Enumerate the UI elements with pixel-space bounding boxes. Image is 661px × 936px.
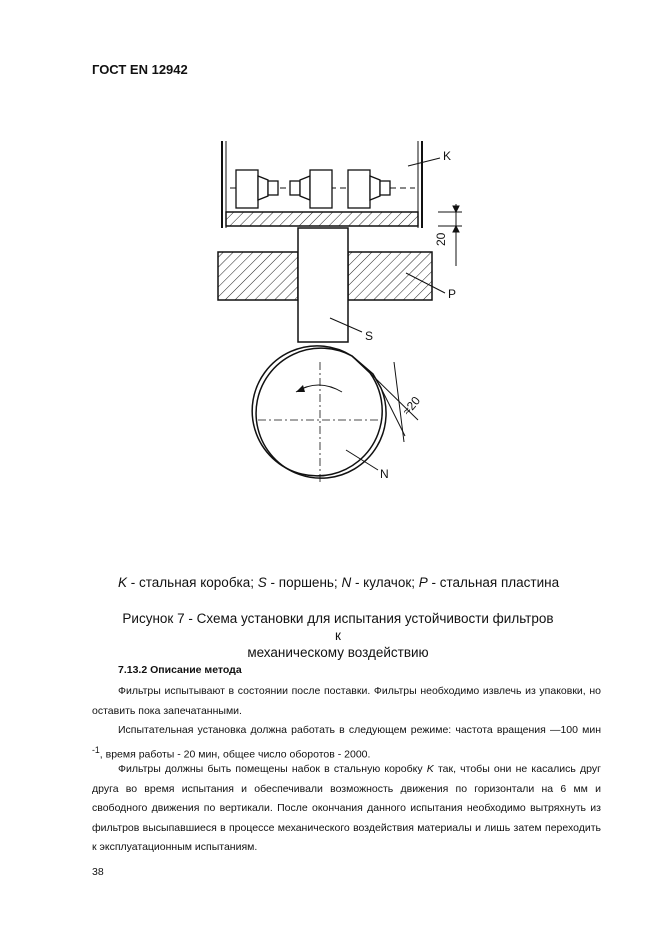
legend-n-text: - кулачок; (351, 575, 419, 590)
paragraph-1: Фильтры испытывают в состоянии после пос… (92, 682, 601, 721)
paragraph-3-text-a: Фильтры должны быть помещены набок в ста… (118, 763, 427, 775)
section-heading: 7.13.2 Описание метода (118, 664, 242, 676)
legend-p-text: - стальная пластина (427, 575, 560, 590)
steel-box (221, 141, 423, 228)
paragraph-2-superscript: -1 (92, 744, 100, 755)
label-n: N (380, 467, 389, 481)
legend-s-symbol: S (257, 575, 267, 590)
legend-k-text: - стальная коробка; (127, 575, 258, 590)
leader-lines (329, 157, 446, 471)
paragraph-3-text-b: так, чтобы они не касались друг друга во… (92, 763, 601, 853)
cam (251, 345, 387, 482)
paragraph-3-symbol: K (426, 763, 434, 775)
document-header: ГОСТ EN 12942 (92, 62, 188, 77)
figure-caption: Рисунок 7 - Схема установки для испытани… (118, 610, 558, 661)
filters (230, 169, 415, 209)
steel-plate (217, 251, 433, 301)
legend-n-symbol: N (341, 575, 352, 590)
page-number: 38 (92, 866, 104, 878)
legend-p-symbol: P (418, 575, 428, 590)
label-s: S (365, 329, 373, 343)
gap-dimension-label: 20 (434, 232, 448, 246)
paragraph-3: Фильтры должны быть помещены набок в ста… (92, 760, 601, 858)
paragraph-1-text: Фильтры испытывают в состоянии после пос… (92, 685, 601, 717)
figure-caption-line-2: механическому воздействию (247, 645, 429, 660)
piston (297, 227, 349, 343)
cam-dimension (369, 361, 419, 443)
gap-dimension (438, 204, 462, 266)
legend-s-text: - поршень; (266, 575, 342, 590)
figure-caption-line-1: Рисунок 7 - Схема установки для испытани… (122, 611, 554, 643)
paragraph-2: Испытательная установка должна работать … (92, 721, 601, 765)
figure-legend: K - стальная коробка; S - поршень; N - к… (118, 575, 559, 590)
paragraph-2-text-a: Испытательная установка должна работать … (118, 724, 601, 736)
cam-dimension-label: ≈20 (400, 393, 424, 418)
paragraph-2-text-b: , время работы - 20 мин, общее число обо… (99, 748, 371, 760)
label-k: K (443, 149, 451, 163)
legend-k-symbol: K (118, 575, 128, 590)
label-p: P (448, 287, 456, 301)
test-setup-diagram: 20 ≈20 K P S N (217, 141, 462, 482)
